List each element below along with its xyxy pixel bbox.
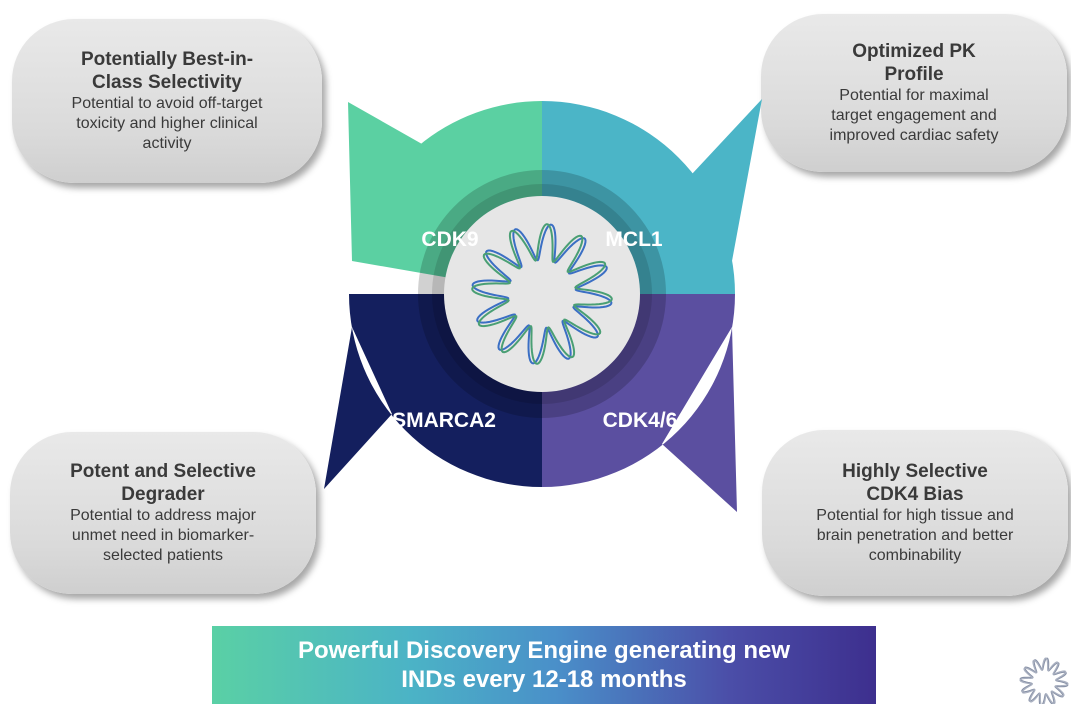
callout-description: unmet need in biomarker- (71, 527, 255, 544)
callout-selectivity: Potentially Best-in- Class Selectivity P… (12, 19, 322, 183)
segment-label-mcl1: MCL1 (605, 228, 662, 251)
callout-description: target engagement and (831, 107, 997, 124)
discovery-engine-banner: Powerful Discovery Engine generating new… (212, 626, 876, 704)
callout-description: Potential for maximal (839, 87, 989, 104)
callout-title: Optimized PK (852, 41, 976, 62)
callout-description: brain penetration and better (816, 527, 1014, 544)
banner-line-1: Powerful Discovery Engine generating new (297, 637, 791, 664)
callout-title: Highly Selective (842, 461, 988, 482)
callout-title: Class Selectivity (92, 72, 242, 93)
callout-title: Potentially Best-in- (80, 49, 254, 70)
callout-description: activity (142, 135, 192, 152)
center-disc (444, 196, 640, 392)
callout-description: Potential for high tissue and (816, 507, 1014, 524)
target-wheel: CDK9 MCL1 SMARCA2 CDK4/6 (324, 99, 762, 512)
callout-degrader: Potent and Selective Degrader Potential … (10, 432, 316, 594)
segment-label-cdk46: CDK4/6 (603, 409, 678, 432)
callout-description: selected patients (102, 547, 224, 564)
callout-title: Potent and Selective (70, 461, 256, 482)
dna-ring-logo-icon (1019, 657, 1069, 704)
callout-title: Degrader (121, 484, 205, 505)
callout-cdk4-bias: Highly Selective CDK4 Bias Potential for… (762, 430, 1068, 596)
segment-label-smarca2: SMARCA2 (392, 409, 496, 432)
callout-description: toxicity and higher clinical (76, 115, 258, 132)
callout-description: combinability (868, 547, 962, 564)
callout-pk-profile: Optimized PK Profile Potential for maxim… (761, 14, 1067, 172)
callout-title: CDK4 Bias (866, 484, 964, 505)
callout-description: Potential to avoid off-target (71, 95, 263, 112)
callout-description: improved cardiac safety (829, 127, 999, 144)
callout-title: Profile (884, 64, 944, 85)
banner-line-2: INDs every 12-18 months (401, 666, 687, 693)
callout-description: Potential to address major (70, 507, 256, 524)
segment-label-cdk9: CDK9 (421, 228, 478, 251)
dna-ring-icon (471, 223, 613, 365)
